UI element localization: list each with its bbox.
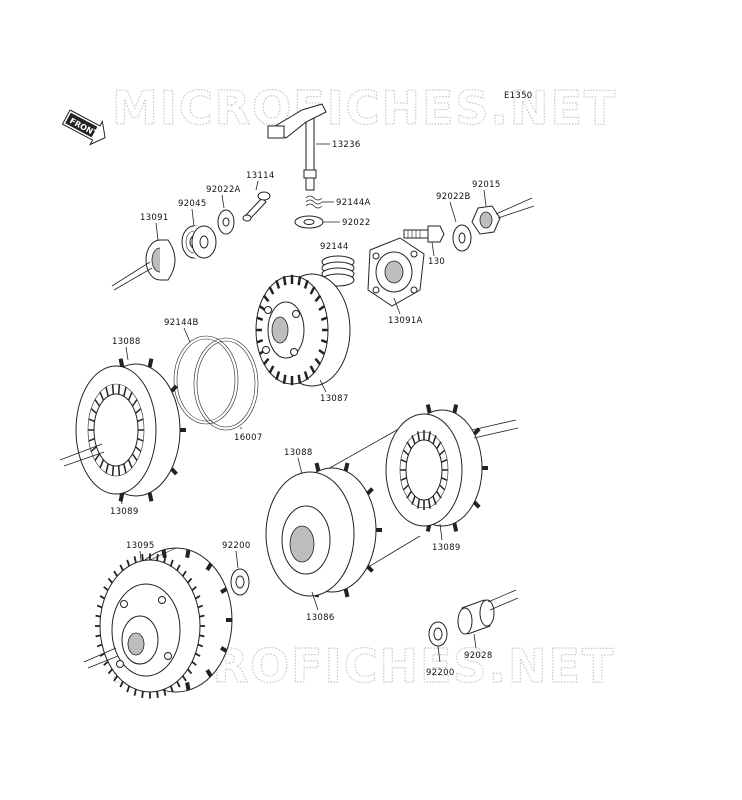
part-92200-washer-b	[428, 621, 448, 647]
label-92022: 92022	[342, 218, 371, 228]
label-13091: 13091	[140, 213, 169, 223]
label-13236: 13236	[332, 140, 361, 150]
part-92045-bearing	[181, 225, 217, 259]
label-13089-b: 13089	[432, 543, 461, 553]
part-13095-clutch-housing	[95, 547, 233, 699]
label-130: 130	[428, 257, 445, 267]
label-13088-b: 13088	[284, 448, 313, 458]
label-92144B: 92144B	[164, 318, 199, 328]
label-16007: 16007	[234, 433, 263, 443]
label-92028: 92028	[464, 651, 493, 661]
label-13088-a: 13088	[112, 337, 141, 347]
part-92022A-washer	[217, 209, 235, 235]
label-13095: 13095	[126, 541, 155, 551]
label-13114: 13114	[246, 171, 275, 181]
part-92028-sleeve	[457, 599, 495, 635]
part-92015-nut	[471, 205, 501, 235]
label-13091A: 13091A	[388, 316, 423, 326]
front-arrow-icon: FRONT	[61, 109, 106, 146]
label-92200-b: 92200	[426, 668, 455, 678]
part-13091A-pressure-plate	[367, 237, 425, 307]
label-92045: 92045	[178, 199, 207, 209]
label-92144: 92144	[320, 242, 349, 252]
part-92144B-spring-ring	[173, 335, 239, 425]
part-92022-washer	[294, 215, 324, 229]
label-92015: 92015	[472, 180, 501, 190]
label-13087: 13087	[320, 394, 349, 404]
part-16007-ring	[193, 337, 259, 431]
label-92022A: 92022A	[206, 185, 241, 195]
diagram-code: E1350	[504, 91, 533, 101]
part-92200-washer-a	[230, 568, 250, 596]
label-92022B: 92022B	[436, 192, 471, 202]
part-13087-clutch-hub	[255, 273, 351, 387]
part-13089-steel-plate-b	[385, 404, 488, 532]
label-13089-a: 13089	[110, 507, 139, 517]
part-13236-release-shaft	[267, 103, 327, 191]
part-13091-cap	[145, 239, 176, 281]
label-92144A: 92144A	[336, 198, 371, 208]
watermark-top: MICROFICHES.NET	[112, 81, 617, 135]
part-13089-steel-plate-a	[75, 365, 157, 495]
part-130-bolt	[403, 225, 445, 243]
label-13086: 13086	[306, 613, 335, 623]
part-13114-pushrod	[242, 191, 271, 222]
part-92144A-spring	[305, 195, 323, 209]
part-92022B-washer	[452, 224, 472, 252]
label-92200-a: 92200	[222, 541, 251, 551]
